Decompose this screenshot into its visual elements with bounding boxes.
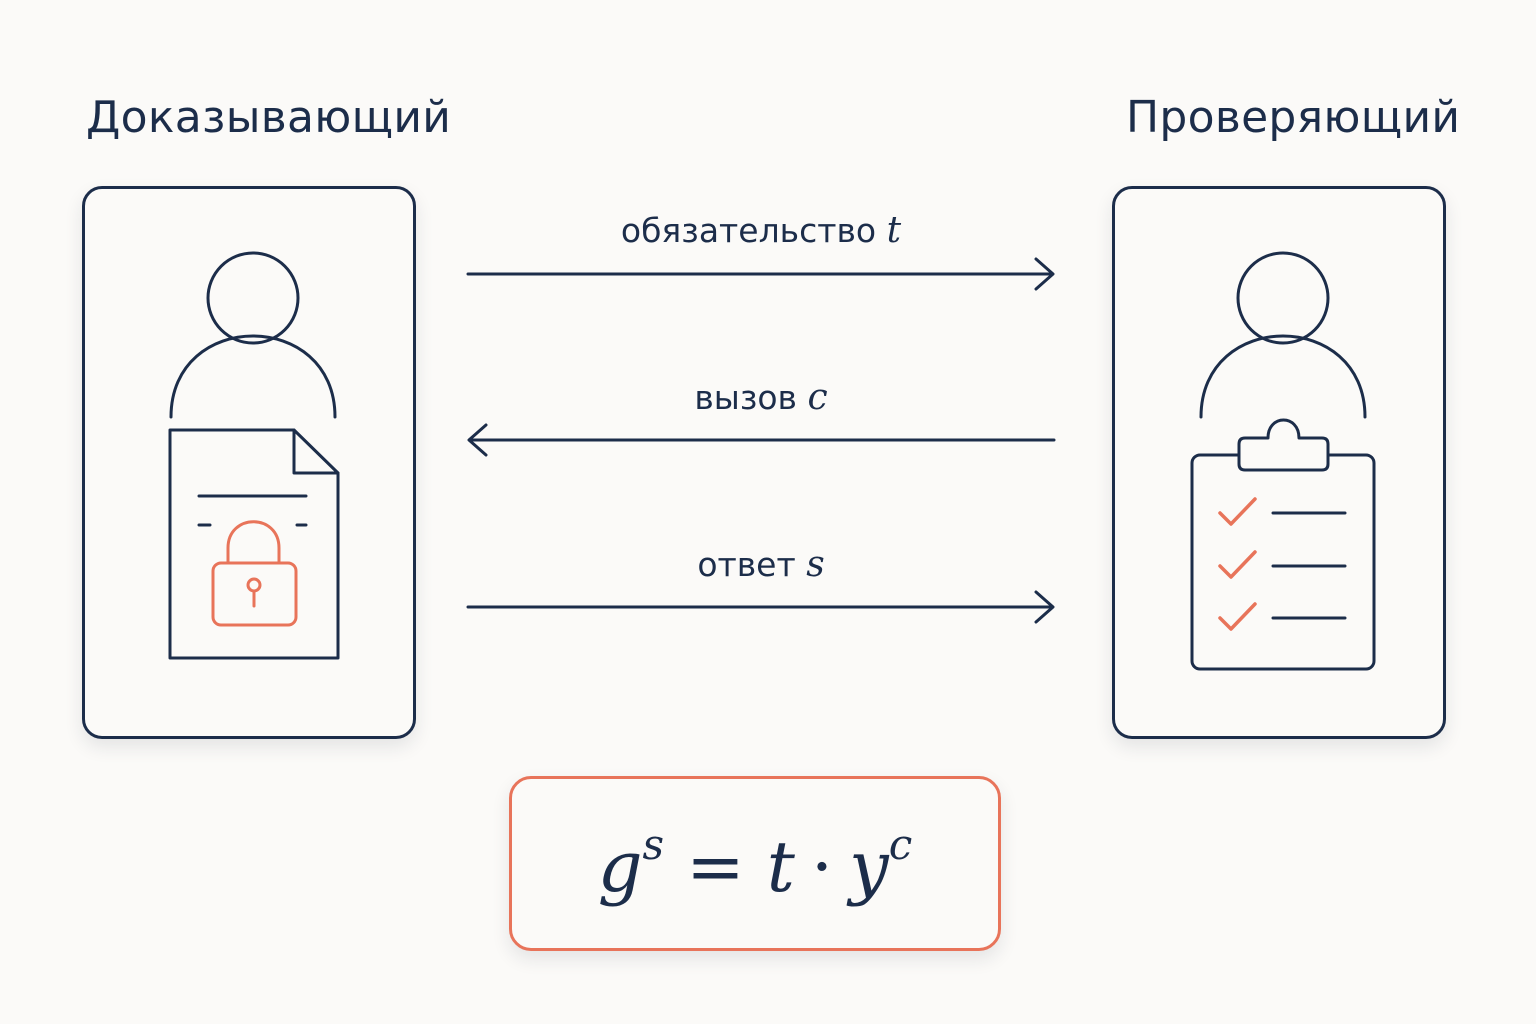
equation-equals: = (686, 825, 745, 908)
person-icon (169, 251, 337, 419)
verification-equation-box: gs = t·yc (509, 776, 1001, 951)
padlock-icon (211, 520, 298, 627)
commitment-variable: t (886, 210, 902, 251)
clipboard-icon (1190, 418, 1376, 671)
verifier-illustration (1190, 251, 1376, 671)
equation-base-y: y (849, 825, 889, 908)
prover-title: Доказывающий (86, 92, 452, 143)
challenge-variable: c (807, 377, 828, 418)
response-variable: s (806, 544, 825, 585)
challenge-arrow (467, 423, 1056, 457)
prover-illustration (168, 251, 340, 660)
equation-exponent-s: s (642, 819, 665, 869)
response-text: ответ (697, 545, 796, 584)
verifier-title: Проверяющий (1126, 92, 1461, 143)
checkmark-icon (1218, 497, 1257, 631)
prover-card (82, 186, 416, 739)
verifier-card (1112, 186, 1446, 739)
commit-arrow (466, 257, 1055, 291)
challenge-label: вызов c (467, 377, 1055, 418)
verification-equation: gs=t·yc (598, 823, 913, 902)
equation-base-g: g (597, 825, 643, 908)
equation-dot: · (810, 825, 834, 908)
person-icon (1199, 251, 1367, 419)
response-arrow (466, 590, 1055, 624)
equation-term-t: t (766, 825, 795, 908)
challenge-text: вызов (694, 378, 798, 417)
response-label: ответ s (467, 544, 1055, 585)
commitment-label: обязательство t (467, 210, 1055, 251)
commitment-text: обязательство (620, 211, 877, 250)
equation-exponent-c: c (888, 819, 913, 869)
